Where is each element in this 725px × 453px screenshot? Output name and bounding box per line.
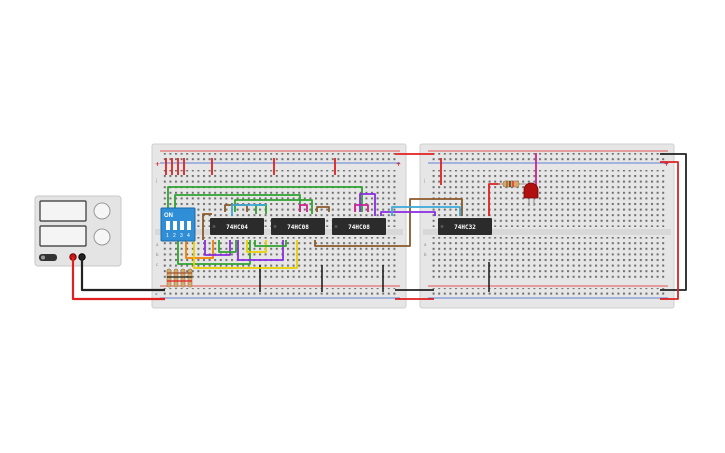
rail-plus-sign: + [155,161,160,168]
wire-purple[interactable] [359,193,376,216]
wire-magenta[interactable] [299,204,308,212]
wire-orange[interactable] [185,240,214,259]
wire-red[interactable] [488,183,500,216]
rail-minus-sign: - [155,291,158,298]
wire-red[interactable] [660,161,679,300]
chip-label: 74HC04 [226,224,248,231]
led-resistor[interactable] [498,180,527,188]
chip-label: 74HC32 [454,224,476,231]
wire-purple[interactable] [204,240,231,256]
row-letter: b [424,252,427,257]
pulldown-resistors [166,268,193,288]
resistor[interactable] [173,268,179,288]
wire-green[interactable] [174,194,301,212]
chip-74hc08-second[interactable]: 74HC08 [332,218,386,235]
row-letter: j [155,178,157,183]
wire-purple[interactable] [380,211,436,216]
row-letters: a b c j a b j [155,178,427,267]
chip-label: 74HC08 [348,224,370,231]
row-letter: a [156,242,159,247]
chip-label: 74HC08 [287,224,309,231]
current-knob[interactable] [93,228,111,246]
dip-number: 2 [173,233,176,239]
wire-red[interactable] [71,257,165,301]
rail-plus-sign: + [396,161,401,168]
dip-on-label: ON [164,213,173,219]
dip-toggle-1[interactable] [166,221,170,230]
wire-green[interactable] [254,240,287,247]
voltage-display [39,200,87,222]
wire-purple[interactable] [237,240,284,261]
wire-black[interactable] [660,153,687,291]
wire-brown[interactable] [202,213,212,240]
chip-74hc32[interactable]: 74HC32 [438,218,492,235]
power-supply[interactable] [34,195,122,267]
chip-74hc08-first[interactable]: 74HC08 [271,218,325,235]
dip-number: 1 [166,233,169,239]
wire-brown[interactable] [316,206,330,212]
rail-plus-sign: + [664,161,669,168]
row-letter: c [156,262,158,267]
breadboard-right [419,143,675,309]
dip-toggle-3[interactable] [180,221,184,230]
resistor[interactable] [166,268,172,288]
wire-magenta[interactable] [354,204,369,212]
dip-number: 4 [187,233,190,239]
wire-green[interactable] [218,240,237,253]
wire-cyan[interactable] [391,206,461,216]
signal-wires [167,153,537,269]
wire-brown[interactable] [314,198,463,247]
power-wires [71,153,687,301]
voltage-knob[interactable] [93,202,111,220]
row-letter: j [423,178,425,183]
dip-switch[interactable]: ON 1 2 3 4 [160,207,196,242]
current-display [39,225,87,247]
resistor[interactable] [180,268,186,288]
resistor[interactable] [187,268,193,288]
dip-toggle-4[interactable] [187,221,191,230]
dip-number: 3 [180,233,183,239]
wire-black[interactable] [80,257,165,292]
wire-yellow[interactable] [193,240,298,269]
dip-toggle-2[interactable] [173,221,177,230]
wire-cyan[interactable] [231,204,266,216]
wire-green[interactable] [167,186,363,212]
row-letter: a [424,242,427,247]
chip-74hc04[interactable]: 74HC04 [210,218,264,235]
red-led[interactable] [523,182,539,206]
row-letter: b [156,252,159,257]
wire-green[interactable] [234,199,313,214]
